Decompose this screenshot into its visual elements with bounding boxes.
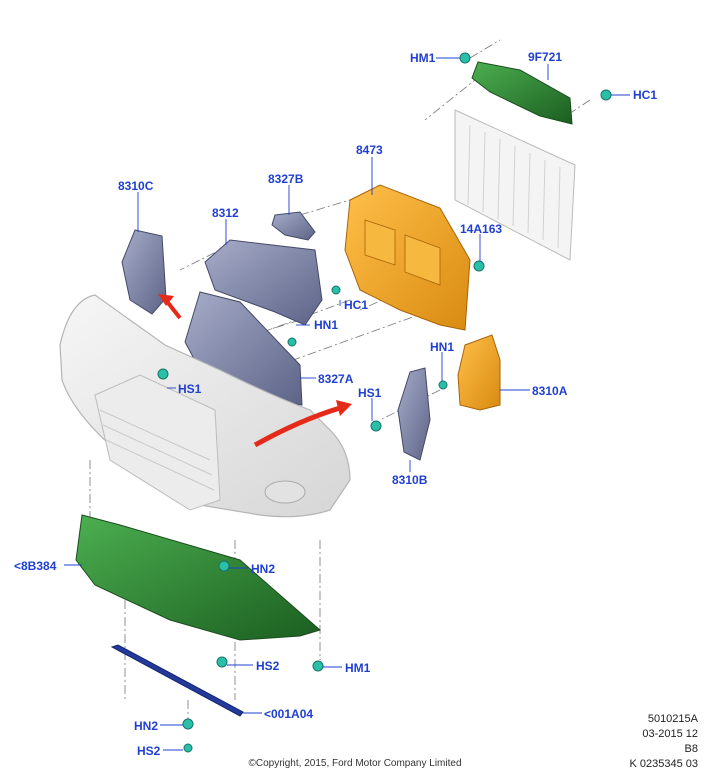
label-8327a[interactable]: 8327A: [318, 372, 354, 386]
label-hs1-left[interactable]: HS1: [178, 382, 202, 396]
label-8310c[interactable]: 8310C: [118, 179, 154, 193]
label-14a163[interactable]: 14A163: [460, 222, 503, 236]
part-8b384: [75, 514, 322, 641]
label-001a04[interactable]: <001A04: [264, 707, 314, 721]
red-arrow-icon: [253, 400, 352, 448]
part-8310c: [121, 229, 167, 315]
reference-block: 5010215A 03-2015 12 B8 K 0235345 03: [629, 712, 698, 772]
reference-id: K 0235345 03: [629, 758, 698, 770]
label-hm1-bottom[interactable]: HM1: [345, 661, 371, 675]
part-8473: [344, 184, 471, 331]
label-8310a[interactable]: 8310A: [532, 384, 568, 398]
label-hn1-left[interactable]: HN1: [314, 318, 339, 332]
label-hn2-top[interactable]: HN2: [251, 562, 276, 576]
part-8312: [204, 239, 323, 326]
label-hc1-mid[interactable]: HC1: [344, 298, 369, 312]
clip-icon: [287, 337, 297, 347]
reference-section: B8: [684, 743, 698, 755]
red-arrow-icon: [158, 294, 182, 320]
label-hn2-bottom[interactable]: HN2: [134, 719, 159, 733]
label-hm1-top[interactable]: HM1: [410, 51, 436, 65]
label-hc1-top[interactable]: HC1: [633, 88, 658, 102]
clip-icon: [600, 89, 612, 101]
clip-icon: [218, 560, 230, 572]
clip-icon: [183, 743, 193, 753]
clip-icon: [182, 718, 194, 730]
label-8327b[interactable]: 8327B: [268, 172, 304, 186]
part-8327b: [271, 211, 316, 241]
reference-code: 5010215A: [647, 713, 698, 725]
clip-icon: [438, 380, 448, 390]
label-hs2-top[interactable]: HS2: [256, 659, 280, 673]
clip-icon: [331, 285, 341, 295]
label-8473[interactable]: 8473: [356, 143, 383, 157]
clip-icon: [370, 420, 382, 432]
clip-icon: [216, 656, 228, 668]
part-8310b: [397, 367, 431, 461]
label-8310b[interactable]: 8310B: [392, 473, 428, 487]
bumper-cover: [59, 294, 351, 518]
clip-icon: [459, 52, 471, 64]
label-hs2-bottom[interactable]: HS2: [137, 744, 161, 758]
label-hs1-right[interactable]: HS1: [358, 386, 382, 400]
copyright-notice: ©Copyright, 2015, Ford Motor Company Lim…: [248, 758, 462, 769]
label-8312[interactable]: 8312: [212, 206, 239, 220]
label-9f721[interactable]: 9F721: [528, 50, 563, 64]
radiator: [454, 109, 576, 261]
reference-date: 03-2015 12: [642, 728, 698, 740]
part-8310a: [457, 334, 501, 411]
clip-icon: [312, 660, 324, 672]
part-001a04: [110, 644, 244, 717]
label-8b384[interactable]: <8B384: [14, 559, 57, 573]
clip-icon: [157, 368, 169, 380]
clip-icon: [473, 260, 485, 272]
label-hn1-right[interactable]: HN1: [430, 340, 455, 354]
part-9f721: [471, 61, 573, 125]
